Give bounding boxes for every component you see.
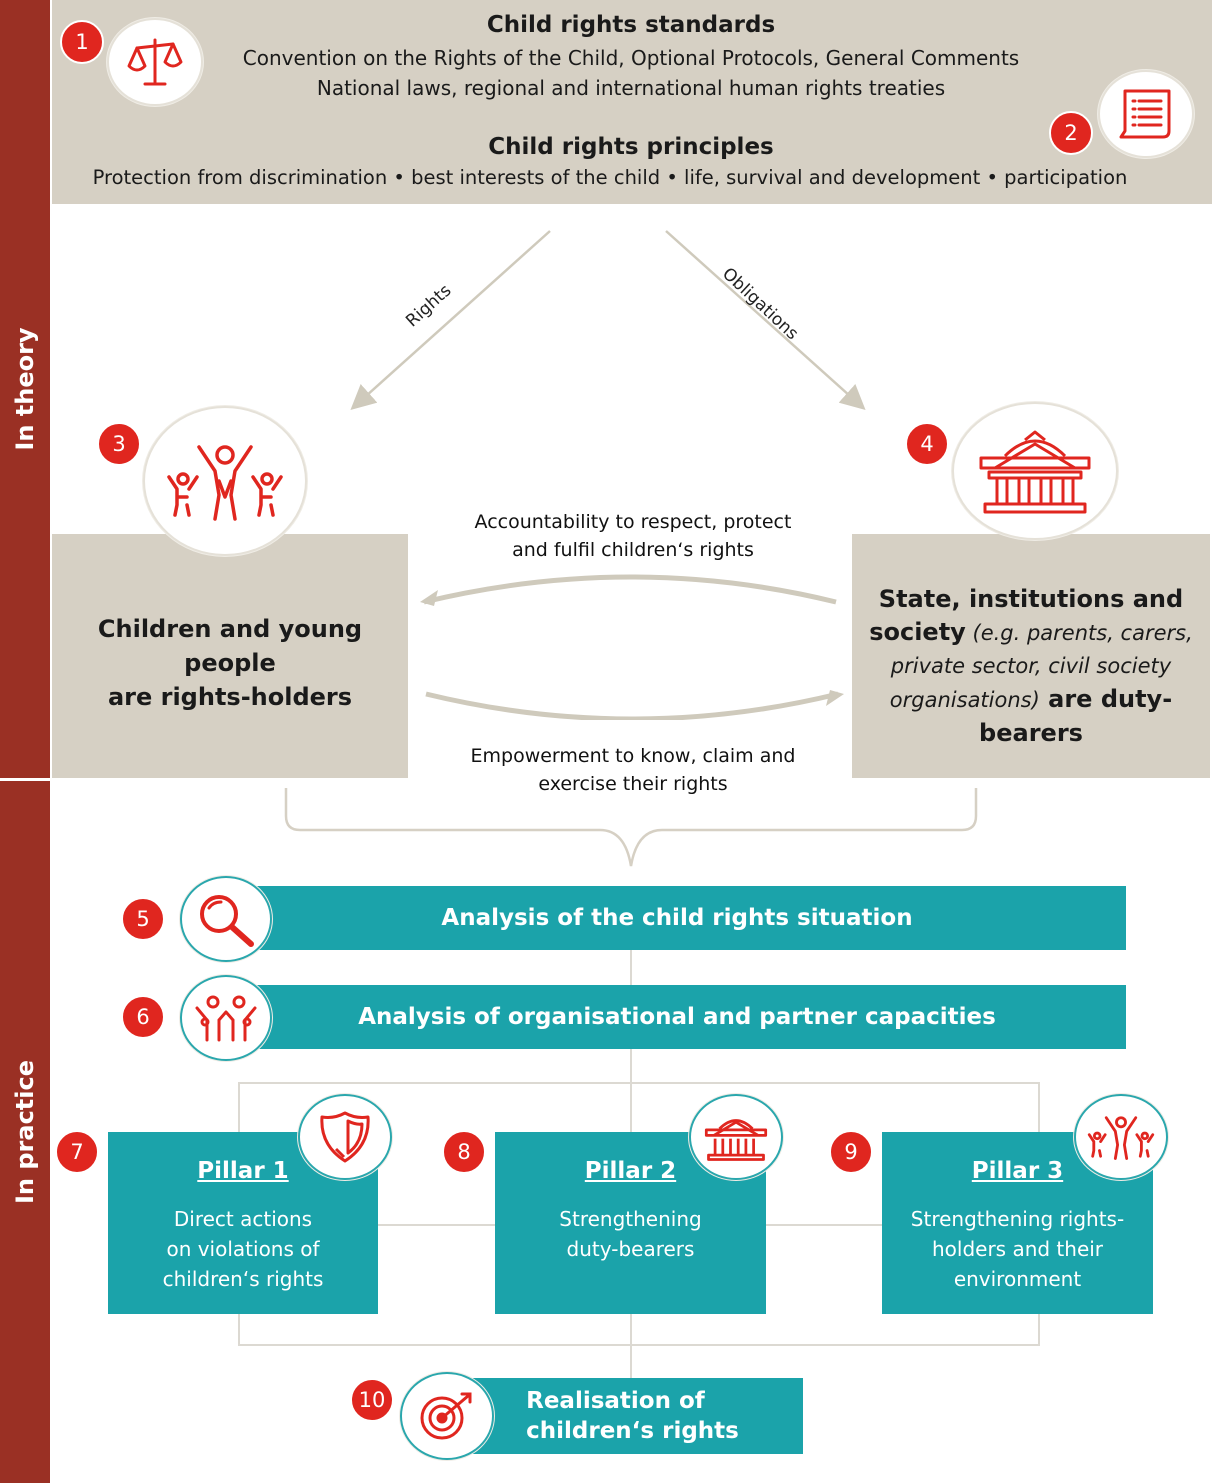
scales-icon: [107, 18, 203, 106]
number-badge-4: 4: [905, 422, 949, 466]
duty-line-1: State, institutions and: [878, 584, 1184, 613]
number-badge-9: 9: [829, 1130, 873, 1174]
standards-line-2: National laws, regional and internationa…: [316, 76, 946, 100]
number-badge-5: 5: [121, 897, 165, 941]
pillar-3-line-2: holders and their: [931, 1237, 1104, 1261]
pillar-1-title: Pillar 1: [197, 1158, 289, 1184]
pillar-2-line-2: duty-bearers: [566, 1237, 695, 1261]
principles-title: Child rights principles: [488, 134, 774, 160]
theory-band: In theory: [0, 0, 50, 778]
empowerment-line-2: exercise their rights: [538, 773, 728, 795]
rights-obligations-arrows: [350, 230, 866, 411]
accountability-line-1: Accountability to respect, protect: [474, 511, 792, 533]
duty-line-2a: society: [869, 617, 966, 646]
pillars-top-connector: [238, 1082, 1040, 1084]
number-badge-2: 2: [1049, 111, 1093, 155]
holders-line-2: are rights-holders: [107, 683, 353, 711]
family-icon: [143, 406, 307, 556]
people-partners-icon: [180, 975, 272, 1061]
pillar-3-line-1: Strengthening rights-: [910, 1207, 1125, 1231]
theory-label: In theory: [11, 327, 39, 451]
duty-line-5: bearers: [979, 718, 1083, 747]
analysis-situation-label: Analysis of the child rights situation: [441, 905, 913, 931]
accountability-line-2: and fulfil children‘s rights: [512, 539, 754, 561]
principles-line: Protection from discrimination • best in…: [92, 166, 1128, 189]
family-small-icon: [1074, 1094, 1168, 1180]
number-badge-8: 8: [442, 1130, 486, 1174]
empowerment-line-1: Empowerment to know, claim and: [470, 745, 796, 767]
brace: [284, 788, 978, 867]
realisation-bar: Realisation of children‘s rights: [452, 1378, 803, 1454]
number-badge-6: 6: [121, 995, 165, 1039]
pillar-1-line-1: Direct actions: [173, 1207, 313, 1231]
pillar-2-title: Pillar 2: [584, 1158, 677, 1184]
analysis-capacities-label: Analysis of organisational and partner c…: [358, 1004, 996, 1030]
duty-line-4a: organisations): [889, 687, 1040, 712]
duty-bearers-box: State, institutions and society (e.g. pa…: [852, 534, 1210, 778]
standards-line-1: Convention on the Rights of the Child, O…: [242, 46, 1020, 70]
practice-label: In practice: [11, 1059, 39, 1205]
standards-box: [52, 0, 1212, 204]
number-badge-7: 7: [55, 1130, 99, 1174]
analysis-capacities-bar: Analysis of organisational and partner c…: [228, 985, 1126, 1049]
pillar-1-line-3: children‘s rights: [162, 1267, 324, 1291]
number-badge-3: 3: [97, 422, 141, 466]
duty-line-2b: (e.g. parents, carers,: [965, 620, 1193, 645]
standards-title: Child rights standards: [486, 12, 776, 38]
building-icon: [689, 1094, 783, 1180]
pillar-2-line-1: Strengthening: [559, 1207, 702, 1231]
accountability-text: Accountability to respect, protect and f…: [420, 508, 846, 564]
pillars-bottom-connector: [238, 1344, 1040, 1346]
analysis-situation-bar: Analysis of the child rights situation: [228, 886, 1126, 950]
number-badge-10: 10: [350, 1378, 394, 1422]
holders-line-1: Children and young people: [97, 615, 363, 677]
rights-holders-box: Children and young people are rights-hol…: [52, 534, 408, 778]
magnifier-icon: [180, 876, 272, 962]
duty-line-3: private sector, civil society: [890, 653, 1172, 678]
pillar-1-line-2: on violations of: [166, 1237, 320, 1261]
target-icon: [400, 1372, 494, 1460]
practice-band: In practice: [0, 781, 50, 1483]
pillar-connector-2-3: [766, 1224, 884, 1226]
shield-icon: [298, 1094, 392, 1180]
pillar-3-title: Pillar 3: [971, 1158, 1064, 1184]
number-badge-1: 1: [60, 20, 104, 64]
cycle-arrows: [420, 574, 844, 720]
empowerment-text: Empowerment to know, claim and exercise …: [420, 742, 846, 798]
pillar-connector-1-2: [378, 1224, 496, 1226]
list-document-icon: [1098, 70, 1194, 158]
institution-building-icon: [952, 402, 1118, 540]
pillar-3-line-3: environment: [953, 1267, 1082, 1291]
realisation-line-1: Realisation of: [526, 1388, 705, 1414]
realisation-line-2: children‘s rights: [526, 1418, 739, 1444]
duty-line-4b: are duty-: [1039, 684, 1173, 713]
